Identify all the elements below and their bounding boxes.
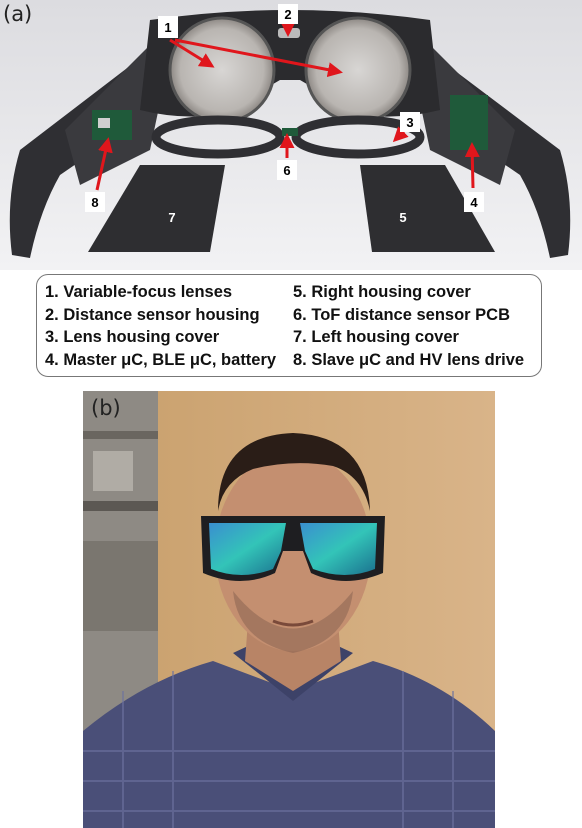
tof-pcb xyxy=(282,128,298,136)
callout-7: 7 xyxy=(168,210,175,225)
right-lens xyxy=(304,16,412,124)
right-housing-cover-plate xyxy=(360,165,495,252)
left-lens xyxy=(168,16,276,124)
callout-2: 2 xyxy=(284,7,291,22)
cover-ring-right xyxy=(291,115,425,159)
callout-3: 3 xyxy=(406,115,413,130)
arrow-4 xyxy=(464,142,480,189)
worn-glasses-right-lens xyxy=(300,523,377,575)
glasses-components-photo: 1 2 3 4 5 6 7 8 xyxy=(0,0,582,270)
callout-8: 8 xyxy=(91,195,98,210)
arrow-8 xyxy=(95,137,113,191)
component-legend: 1. Variable-focus lenses 2. Distance sen… xyxy=(36,274,542,377)
callout-5: 5 xyxy=(399,210,406,225)
left-housing-cover-plate xyxy=(88,165,225,252)
callout-6: 6 xyxy=(283,163,290,178)
mouth xyxy=(272,619,314,627)
left-pcb-chip xyxy=(98,118,110,128)
legend-item-8: 8. Slave μC and HV lens drive xyxy=(293,350,525,369)
callout-4: 4 xyxy=(470,195,478,210)
legend-item-5: 5. Right housing cover xyxy=(293,283,471,301)
legend-item-1: 1. Variable-focus lenses xyxy=(45,283,233,301)
right-pcb xyxy=(450,95,488,150)
panel-b-label: (b) xyxy=(91,396,121,420)
arrow-1a xyxy=(169,38,215,68)
plaid-shirt xyxy=(83,661,495,828)
wearer-photo xyxy=(83,391,495,828)
worn-glasses-left-lens xyxy=(209,523,286,575)
legend-item-7: 7. Left housing cover xyxy=(293,328,459,346)
legend-item-2: 2. Distance sensor housing xyxy=(45,305,260,324)
legend-item-4: 4. Master μC, BLE μC, battery xyxy=(45,350,277,369)
callout-1: 1 xyxy=(164,20,171,35)
hair xyxy=(218,433,370,511)
legend-item-3: 3. Lens housing cover xyxy=(45,328,220,346)
panel-a-label: (a) xyxy=(3,2,33,26)
legend-item-6: 6. ToF distance sensor PCB xyxy=(293,305,510,324)
arrow-1b xyxy=(174,38,343,78)
